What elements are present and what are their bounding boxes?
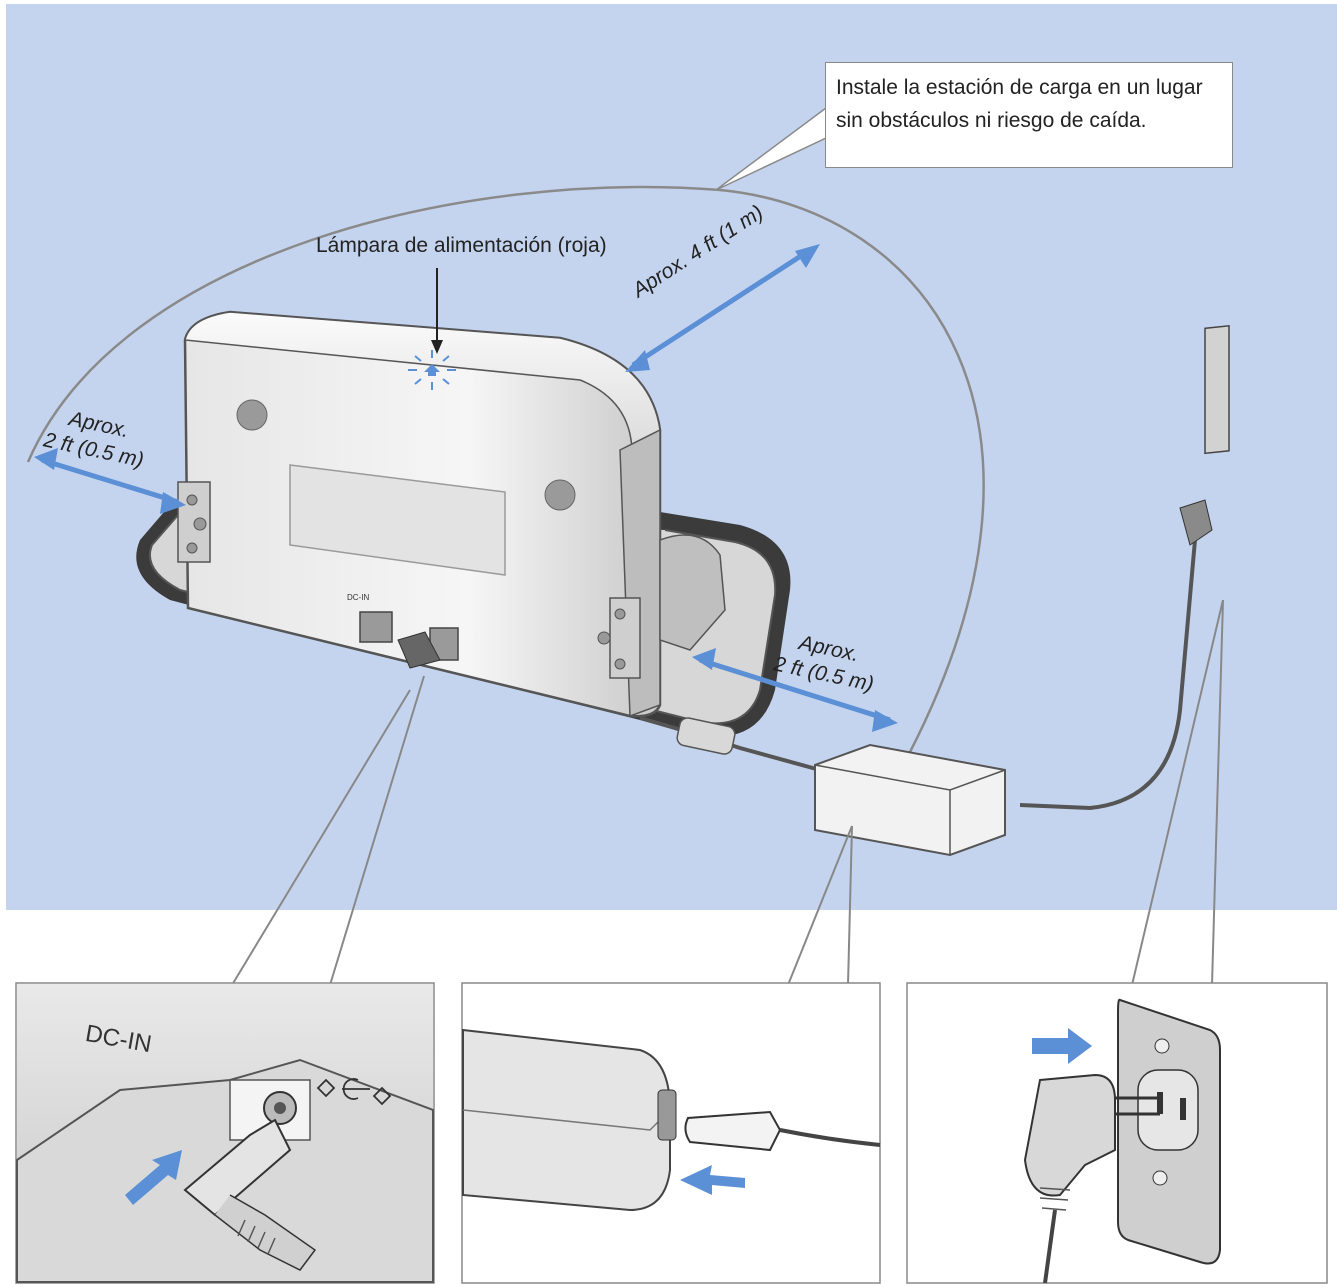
clearance-arrow-top <box>625 244 820 372</box>
label-recess <box>289 464 506 576</box>
charging-station-top <box>184 311 661 452</box>
wall-plug <box>1179 499 1213 546</box>
detail-panel-adapter <box>461 982 881 1284</box>
lamp-leader-arrowhead <box>431 340 443 354</box>
installation-note: Instale la estación de carga en un lugar… <box>825 62 1233 168</box>
dc-in-label-small: DC-IN <box>347 593 370 602</box>
ac-connector <box>684 1110 782 1152</box>
dc-angle-plug <box>183 1118 292 1217</box>
detail-panel-dc-in <box>15 982 435 1284</box>
clearance-arrow-right <box>692 648 898 732</box>
insert-arrow-icon <box>125 1150 182 1205</box>
detail-panel-outlet <box>906 982 1328 1284</box>
screw-hole-left <box>236 399 268 431</box>
power-lamp-label: Lámpara de alimentación (roja) <box>316 234 607 257</box>
outlet-plug <box>1023 1073 1116 1197</box>
dc-polarity-icon <box>316 1078 392 1106</box>
adapter-insert-arrow <box>680 1165 745 1195</box>
dc-in-port <box>359 611 393 643</box>
power-adapter <box>814 743 1006 857</box>
ac-cable <box>1019 539 1197 811</box>
dc-plug <box>397 631 441 669</box>
adapter-closeup <box>462 1028 671 1212</box>
clearance-arrow-left <box>34 448 186 514</box>
docking-cradle <box>659 534 726 651</box>
zoom-leader-lines <box>231 599 1224 986</box>
outlet-insert-arrow <box>1032 1028 1092 1064</box>
screw-hole-right <box>544 479 576 511</box>
ferrite-core <box>676 717 736 755</box>
clearance-arc <box>26 185 985 753</box>
power-lamp-icon <box>408 350 456 390</box>
wall-outlet <box>1204 324 1230 455</box>
